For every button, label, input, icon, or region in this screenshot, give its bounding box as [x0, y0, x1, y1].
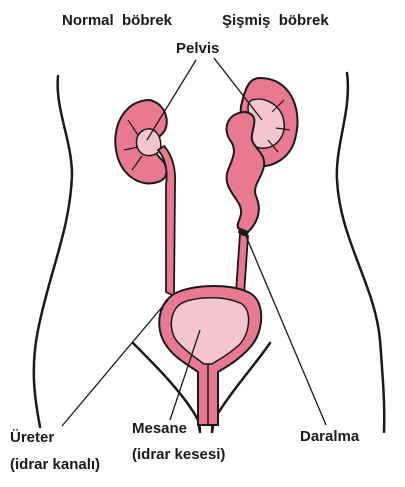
- bladder-label-line2: (idrar kesesi): [132, 446, 225, 464]
- normal-kidney-label: Normal böbrek: [62, 12, 172, 30]
- bladder-label-line1: Mesane: [132, 420, 187, 438]
- body-outline-right: [337, 73, 384, 432]
- narrowing-label: Daralma: [300, 428, 359, 446]
- swollen-kidney-label: Şişmiş böbrek: [222, 12, 329, 30]
- ureter-label-line1: Üreter: [10, 429, 54, 447]
- leg-gap: [200, 425, 212, 432]
- body-outline-left: [34, 76, 72, 427]
- ureter-label-line2: (idrar kanalı): [10, 456, 100, 474]
- bladder: [159, 286, 261, 425]
- pelvis-leader-left: [147, 60, 196, 140]
- normal-kidney-pelvis: [137, 129, 161, 156]
- normal-kidney: [115, 100, 166, 183]
- right-ureter-lower: [236, 234, 248, 295]
- pelvis-label: Pelvis: [176, 40, 219, 58]
